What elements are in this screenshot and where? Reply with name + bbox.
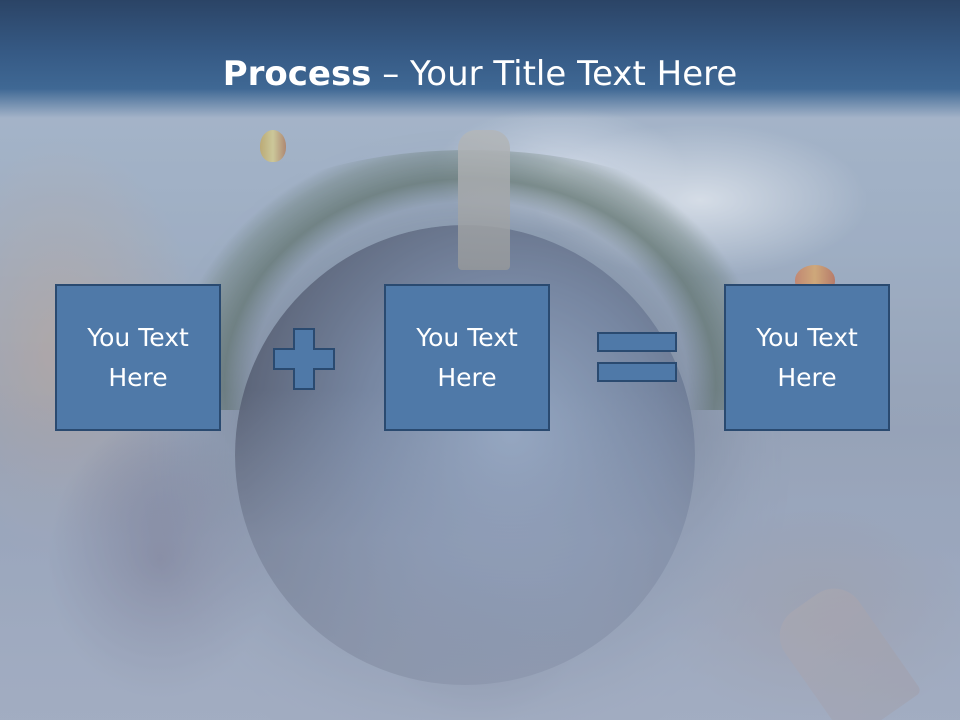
plus-center-fill: [275, 350, 333, 368]
background-tower: [458, 130, 510, 270]
process-box-label: You Text Here: [87, 322, 189, 392]
background-fog: [0, 390, 960, 720]
hot-air-balloon-icon: [260, 130, 286, 162]
process-box-2[interactable]: You Text Here: [384, 284, 550, 431]
title-rest: – Your Title Text Here: [371, 54, 738, 94]
process-box-label: You Text Here: [416, 322, 518, 392]
plus-icon: [273, 328, 335, 390]
title-bar: [0, 0, 960, 118]
equals-icon: [597, 332, 677, 384]
process-box-3[interactable]: You Text Here: [724, 284, 890, 431]
process-box-label: You Text Here: [756, 322, 858, 392]
equals-top-bar: [597, 332, 677, 352]
equals-bottom-bar: [597, 362, 677, 382]
process-box-1[interactable]: You Text Here: [55, 284, 221, 431]
title-bold: Process: [222, 54, 372, 94]
slide-title[interactable]: Process – Your Title Text Here: [0, 52, 960, 96]
